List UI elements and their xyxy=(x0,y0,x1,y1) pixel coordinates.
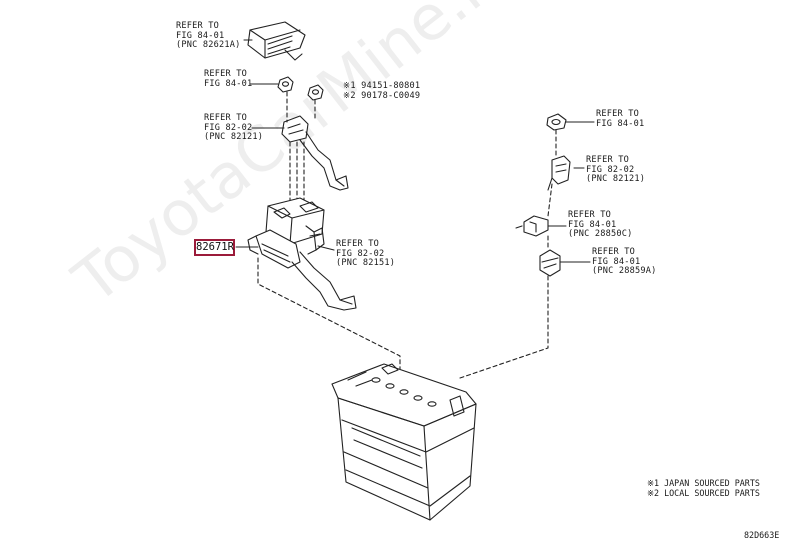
right-nut-icon xyxy=(546,113,567,131)
upper-cable-icon xyxy=(281,115,349,191)
right-clamp-icon xyxy=(515,215,549,237)
fuse-block-icon xyxy=(247,21,306,61)
nut-icon xyxy=(277,76,294,93)
part-callout-82671r[interactable]: 82671R xyxy=(194,239,235,256)
top-fuse-block-reference: REFER TO FIG 84-01 (PNC 82621A) xyxy=(176,21,241,51)
upper-cable-reference: REFER TO FIG 82-02 (PNC 82121) xyxy=(204,113,264,143)
bolt-icon xyxy=(307,84,324,101)
diagram-code: 82D663E xyxy=(744,530,780,540)
terminal-clamp-icon xyxy=(247,197,325,269)
right-terminal-icon xyxy=(539,249,561,277)
sourcing-notes: ※1 JAPAN SOURCED PARTS ※2 LOCAL SOURCED … xyxy=(647,478,760,499)
lower-cable-icon xyxy=(291,251,357,311)
battery-icon xyxy=(331,363,477,521)
right-cable-reference: REFER TO FIG 82-02 (PNC 82121) xyxy=(586,155,646,185)
nut-reference: REFER TO FIG 84-01 xyxy=(204,69,253,89)
right-clamp-reference: REFER TO FIG 84-01 (PNC 28850C) xyxy=(568,210,633,240)
bolt-part-numbers: ※1 94151-80801 ※2 90178-C0049 xyxy=(343,81,421,101)
right-nut-reference: REFER TO FIG 84-01 xyxy=(596,109,645,129)
right-terminal-reference: REFER TO FIG 84-01 (PNC 28859A) xyxy=(592,247,657,277)
right-cable-icon xyxy=(547,155,571,191)
lower-cable-reference: REFER TO FIG 82-02 (PNC 82151) xyxy=(336,239,396,269)
